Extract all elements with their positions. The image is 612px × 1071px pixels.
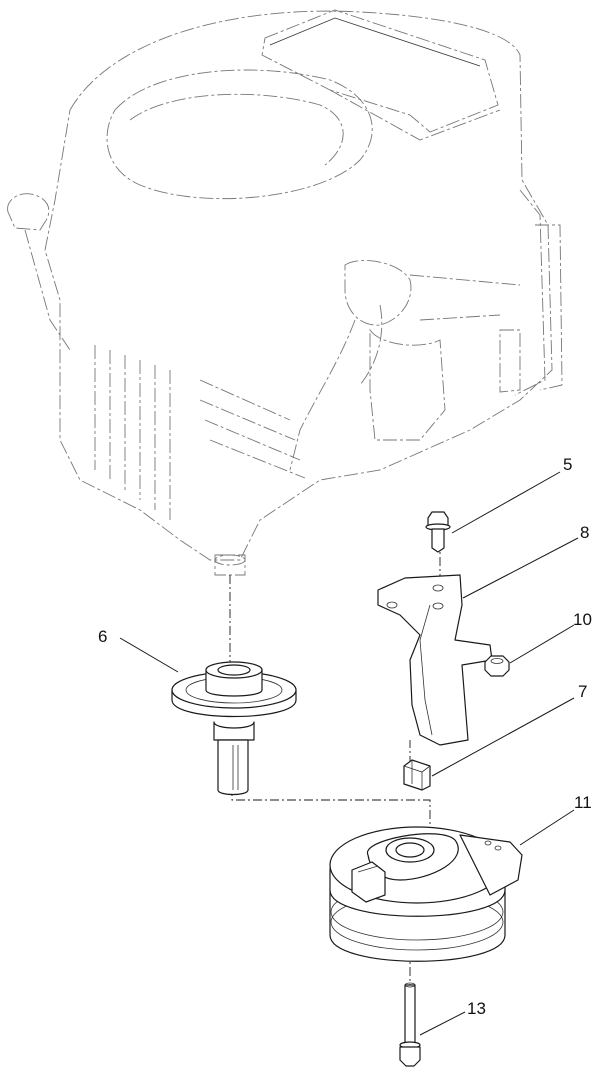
bolt-part-13 (399, 982, 421, 1067)
callout-6: 6 (98, 627, 107, 646)
clutch-part-11 (329, 826, 523, 962)
bracket-part-8 (377, 574, 493, 746)
leader-lines (119, 471, 579, 1036)
callout-7: 7 (578, 682, 587, 701)
callout-labels: 5 8 10 6 7 11 13 (98, 455, 592, 1018)
callout-8: 8 (580, 523, 589, 542)
nut-part-10 (484, 655, 510, 677)
callout-13: 13 (467, 999, 486, 1018)
callout-11: 11 (574, 793, 592, 812)
callout-10: 10 (573, 610, 592, 629)
bolt-part-5 (425, 511, 451, 553)
engine-phantom (7, 9, 563, 576)
callout-5: 5 (563, 455, 572, 474)
pulley-part-6 (171, 661, 297, 796)
key-part-7 (403, 759, 431, 791)
